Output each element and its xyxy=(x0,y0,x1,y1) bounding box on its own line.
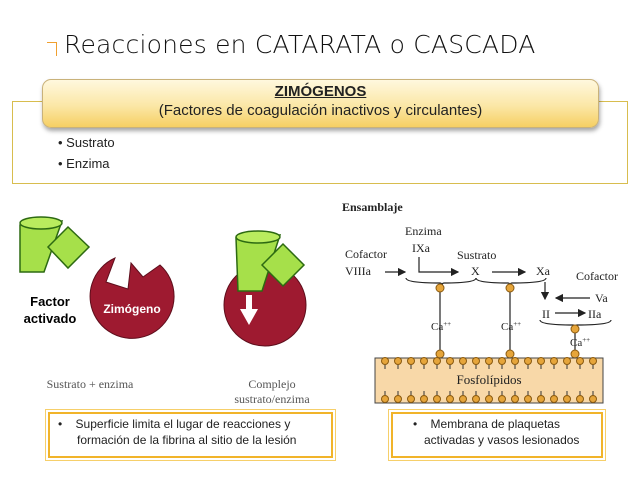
lipid-head xyxy=(524,395,532,403)
xa-label: Xa xyxy=(536,264,551,278)
zymogen-diagram: Factor activado Zimógeno Sustrato + enzi… xyxy=(19,216,310,406)
substrate-label: Sustrato xyxy=(457,248,496,262)
lipid-head xyxy=(446,357,454,365)
lipid-head xyxy=(589,357,597,365)
calcium-label: Ca++ xyxy=(501,320,521,333)
lipid-head xyxy=(420,395,428,403)
lipid-head xyxy=(589,395,597,403)
lipid-head xyxy=(420,357,428,365)
zymogen-label: Zimógeno xyxy=(103,302,160,316)
lipid-head xyxy=(511,395,519,403)
lipid-head xyxy=(472,357,480,365)
bullet-item: • Sustrato xyxy=(58,135,115,150)
lipid-head xyxy=(485,357,493,365)
factor-label: Factor xyxy=(30,294,70,309)
lipid-head xyxy=(550,395,558,403)
zymogen-heading: ZIMÓGENOS xyxy=(274,83,367,100)
lipid-head xyxy=(394,357,402,365)
va-label: Va xyxy=(595,291,608,305)
bullet-item: • Enzima xyxy=(58,156,110,171)
note-text: Membrana de plaquetas xyxy=(430,417,560,431)
iia-label: IIa xyxy=(588,307,602,321)
note-text: Superficie limita el lugar de reacciones… xyxy=(75,417,291,431)
caption-complex: sustrato/enzima xyxy=(234,392,310,406)
membrane-label: Fosfolípidos xyxy=(456,372,521,387)
arrow-down-icon xyxy=(240,295,258,325)
lipid-head xyxy=(472,395,480,403)
lipid-head xyxy=(576,395,584,403)
x-label: X xyxy=(471,264,480,278)
lipid-head xyxy=(498,357,506,365)
note-text: activadas y vasos lesionados xyxy=(424,433,580,447)
enzyme-label: Enzima xyxy=(405,224,442,238)
title-bracket xyxy=(47,42,57,56)
viiia-label: VIIIa xyxy=(345,264,372,278)
lipid-head xyxy=(381,395,389,403)
ii-label: II xyxy=(542,307,550,321)
caption-substrate-enzyme: Sustrato + enzima xyxy=(47,377,134,391)
membrane-note: • Membrana de plaquetas activadas y vaso… xyxy=(388,409,606,461)
lipid-head xyxy=(394,395,402,403)
lipid-head xyxy=(576,357,584,365)
lipid-head xyxy=(563,395,571,403)
caption-complex: Complejo xyxy=(248,377,295,391)
lipid-head xyxy=(459,395,467,403)
zymogen-header: ZIMÓGENOS (Factores de coagulación inact… xyxy=(42,79,599,128)
lipid-head xyxy=(563,357,571,365)
zymogen-shape xyxy=(89,257,175,339)
lipid-head xyxy=(537,395,545,403)
bullet-text: Enzima xyxy=(66,156,110,171)
cofactor2-label: Cofactor xyxy=(576,269,618,283)
bullet-text: Sustrato xyxy=(66,135,115,150)
lipid-head xyxy=(550,357,558,365)
lipid-head xyxy=(537,357,545,365)
lipid-head xyxy=(433,395,441,403)
lipid-head xyxy=(433,357,441,365)
slide-title: Reacciones en CATARATA o CASCADA xyxy=(64,30,536,59)
lipid-head xyxy=(485,395,493,403)
calcium-label: Ca++ xyxy=(431,320,451,333)
lipid-head xyxy=(524,357,532,365)
zymogen-subtitle: (Factores de coagulación inactivos y cir… xyxy=(158,102,483,119)
enzyme-substrate-complex xyxy=(223,230,307,347)
lipid-head xyxy=(459,357,467,365)
activated-factor-shape xyxy=(19,216,91,273)
cofactor-label: Cofactor xyxy=(345,247,387,261)
assembly-title: Ensamblaje xyxy=(342,200,403,214)
calcium-bridges xyxy=(435,283,580,359)
ixa-label: IXa xyxy=(412,241,431,255)
note-text: formación de la fibrina al sitio de la l… xyxy=(77,433,297,447)
factor-label: activado xyxy=(24,311,77,326)
lipid-head xyxy=(498,395,506,403)
phospholipid-heads xyxy=(381,357,597,403)
surface-note: • Superficie limita el lugar de reaccion… xyxy=(45,409,336,461)
calcium-label: Ca++ xyxy=(570,336,590,349)
lipid-head xyxy=(381,357,389,365)
assembly-diagram: Ensamblaje Enzima IXa Cofactor VIIIa Sus… xyxy=(342,200,618,404)
lipid-head xyxy=(511,357,519,365)
lipid-head xyxy=(407,357,415,365)
lipid-head xyxy=(407,395,415,403)
lipid-head xyxy=(446,395,454,403)
